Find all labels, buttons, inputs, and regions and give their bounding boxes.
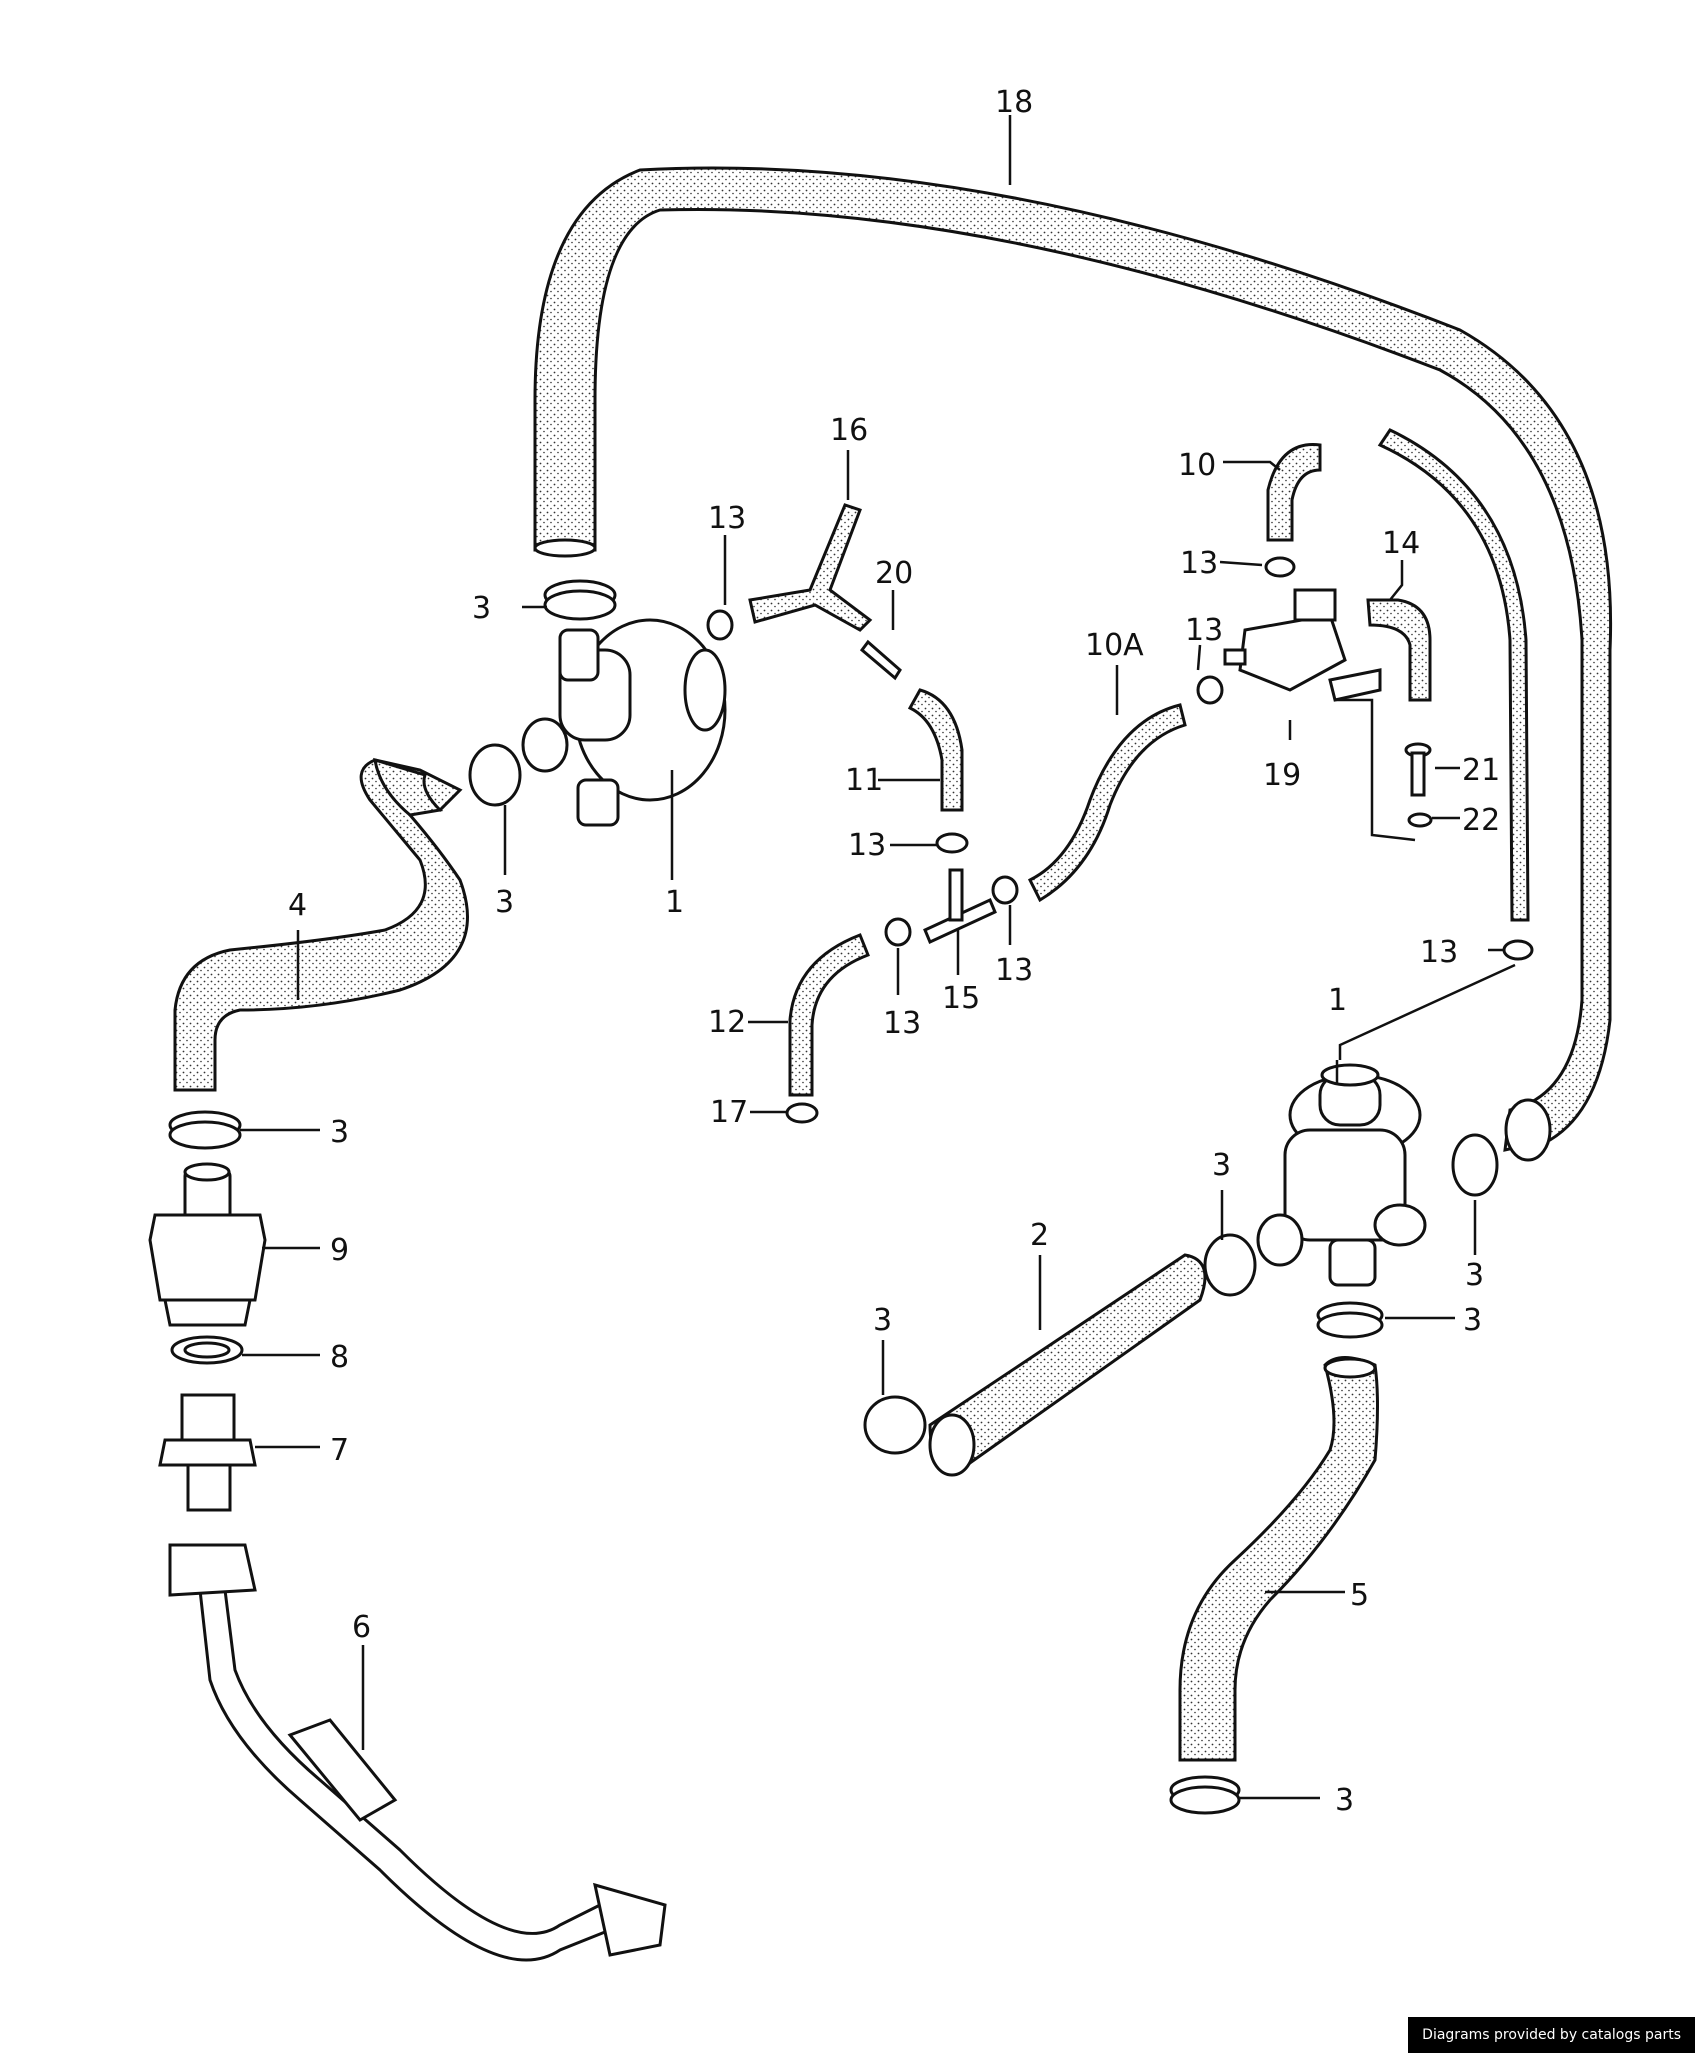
clamp-3-valve-right [1451,1133,1499,1197]
callout-14: 14 [1382,526,1420,561]
clamp-13-d [935,832,969,854]
hose-12 [788,933,870,1097]
callout-9: 9 [330,1233,349,1268]
clamp-13-b [1264,556,1296,578]
hose-10a [1027,703,1187,903]
credit-banner: Diagrams provided by catalogs parts [1408,2017,1695,2053]
callout-3: 3 [495,885,514,920]
callout-6: 6 [352,1610,371,1645]
callout-3: 3 [1465,1258,1484,1293]
hose-14 [1366,598,1432,702]
callout-labels: 18 16 13 20 10 13 14 10A 13 19 21 22 3 3… [288,85,1500,1818]
clamp-3-hose2-left [863,1395,927,1455]
callout-13: 13 [708,501,746,536]
callout-10a: 10A [1085,628,1144,663]
callout-3: 3 [873,1303,892,1338]
clamp-3-top [543,579,617,621]
clamp-13-a [706,609,734,641]
callout-13: 13 [1185,613,1223,648]
callout-15: 15 [942,981,980,1016]
clamp-13-e [884,917,912,947]
diverter-valve-1-right [1256,1063,1427,1287]
callout-1: 1 [665,885,684,920]
hose-18-end-right [1504,1098,1552,1162]
fitting-20 [859,639,902,681]
clamp-3-left [168,1110,242,1150]
callout-3: 3 [1335,1783,1354,1818]
callout-10: 10 [1178,448,1216,483]
callout-5: 5 [1350,1578,1369,1613]
callout-11: 11 [845,763,883,798]
callout-7: 7 [330,1433,349,1468]
callout-13: 13 [1180,546,1218,581]
callout-3: 3 [1463,1303,1482,1338]
callout-2: 2 [1030,1218,1049,1253]
callout-16: 16 [830,413,868,448]
clamp-13-g [1502,939,1534,961]
callout-4: 4 [288,888,307,923]
clamp-3-hose2 [1203,1233,1257,1297]
clamp-13-f [991,875,1019,905]
callout-13: 13 [995,953,1033,988]
valve-19 [1223,588,1382,702]
y-connector-16 [748,503,873,632]
hose-vacuum-right [1377,428,1530,922]
pipe-6 [168,1543,667,1962]
hose-4 [173,758,469,1092]
callout-12: 12 [708,1005,746,1040]
callout-13: 13 [883,1006,921,1041]
washer-22 [1407,812,1433,828]
t-fitting-15 [923,868,997,945]
callout-21: 21 [1462,753,1500,788]
callout-18: 18 [995,85,1033,120]
callout-3: 3 [330,1115,349,1150]
clamp-3-bottom [1169,1775,1241,1815]
hose-2-end [928,1413,976,1477]
callout-13: 13 [1420,935,1458,970]
callout-20: 20 [875,556,913,591]
callout-1: 1 [1328,983,1347,1018]
hose-5-end [1323,1357,1377,1379]
clamp-13-c [1196,675,1224,705]
hose-11 [907,688,964,812]
leader-lines [240,115,1516,1800]
callout-8: 8 [330,1340,349,1375]
callout-19: 19 [1263,758,1301,793]
hose-10 [1266,443,1322,542]
union-7 [158,1393,257,1512]
fitting-9 [148,1162,267,1327]
bolt-21 [1404,742,1432,797]
callout-3: 3 [472,591,491,626]
hose-5 [1178,1356,1379,1762]
clamp-3-below-valve [1316,1301,1384,1339]
clamp-17 [785,1102,819,1124]
clamp-3-mid [468,743,522,807]
callout-13: 13 [848,828,886,863]
washer-8 [170,1335,244,1365]
callout-17: 17 [710,1095,748,1130]
callout-22: 22 [1462,803,1500,838]
hose-4-upper [373,757,444,817]
hose-18-end [533,538,597,558]
diverter-valve-1-left [521,618,727,827]
callout-3: 3 [1212,1148,1231,1183]
